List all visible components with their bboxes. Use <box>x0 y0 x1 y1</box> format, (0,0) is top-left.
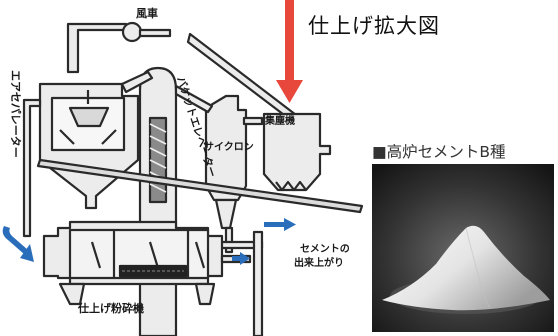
product-label-line2: 出来上がり <box>294 256 344 269</box>
page-title: 仕上げ拡大図 <box>308 14 440 38</box>
red-down-arrow <box>276 0 303 103</box>
cyclone-label: サイクロン <box>204 141 254 153</box>
finish-mill-label: 仕上げ粉砕機 <box>77 301 144 315</box>
fan-label: 風車 <box>136 6 158 20</box>
dust-collector-label: 集塵機 <box>264 114 295 127</box>
plant-outline <box>22 21 364 336</box>
photo-caption: ■高炉セメントB種 <box>372 143 506 161</box>
separator-label: エアセパレーター <box>9 70 22 158</box>
flow-arrows <box>2 218 296 265</box>
fan-icon <box>121 21 143 43</box>
product-label-line1: セメントの <box>300 243 350 255</box>
cement-pile-photo <box>372 164 554 332</box>
